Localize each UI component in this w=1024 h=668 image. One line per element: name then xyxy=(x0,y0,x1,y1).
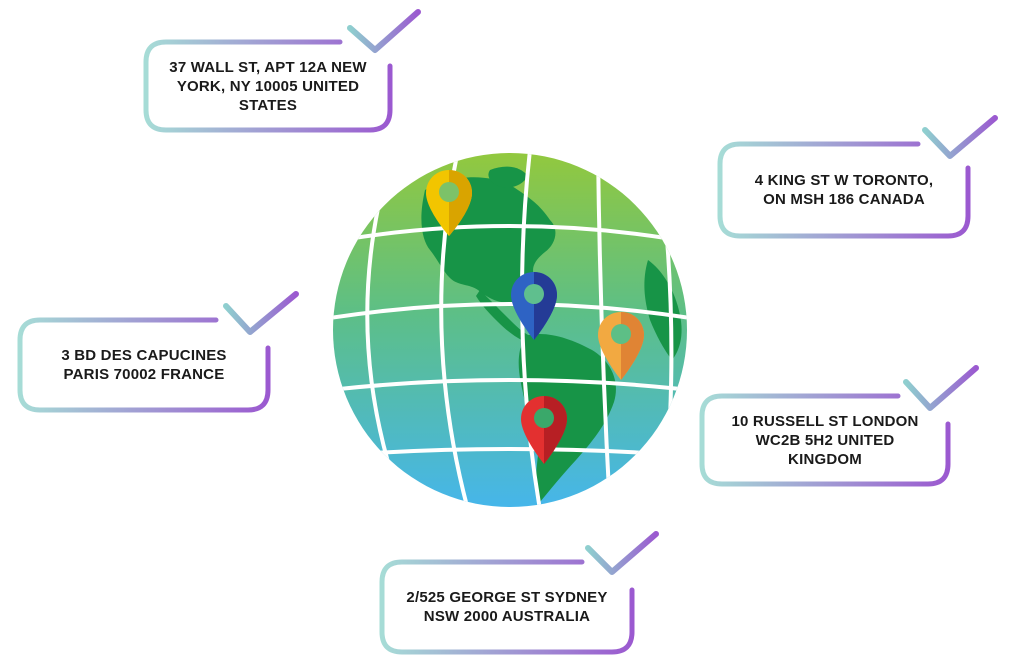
checkmark-icon xyxy=(585,531,659,575)
address-line: NSW 2000 AUSTRALIA xyxy=(423,608,591,625)
address-line: STATES xyxy=(238,96,298,114)
card-frame-london xyxy=(699,393,951,487)
map-pin-icon xyxy=(521,396,567,464)
address-card-toronto: 4 KING ST W TORONTO, ON MSH 186 CANADA xyxy=(724,148,964,232)
address-card-new-york: 37 WALL ST, APT 12A NEW YORK, NY 10005 U… xyxy=(150,46,386,126)
address-line: 10 RUSSELL ST LONDON xyxy=(731,412,919,430)
address-card-london: 10 RUSSELL ST LONDON WC2B 5H2 UNITED KIN… xyxy=(706,400,944,480)
address-line: 2/525 GEORGE ST SYDNEY xyxy=(406,589,608,606)
checkmark-icon xyxy=(922,115,998,159)
card-frame-toronto xyxy=(717,141,971,239)
checkmark-icon xyxy=(223,291,299,335)
map-pin-icon xyxy=(511,272,557,340)
address-line: ON MSH 186 CANADA xyxy=(763,191,925,208)
address-card-sydney: 2/525 GEORGE ST SYDNEY NSW 2000 AUSTRALI… xyxy=(386,566,628,648)
checkmark-icon xyxy=(903,365,979,411)
address-line: 37 WALL ST, APT 12A NEW xyxy=(169,58,367,76)
address-line: KINGDOM xyxy=(788,450,862,468)
address-line: WC2B 5H2 UNITED xyxy=(755,431,895,449)
checkmark-icon xyxy=(347,9,421,53)
map-pin-icon xyxy=(426,170,472,236)
map-pin-icon xyxy=(598,312,644,380)
address-line: YORK, NY 10005 UNITED xyxy=(176,77,360,95)
address-line: PARIS 70002 FRANCE xyxy=(63,366,225,383)
card-frame-sydney xyxy=(379,559,635,655)
card-frame-paris xyxy=(17,317,271,413)
address-line: 3 BD DES CAPUCINES xyxy=(61,347,227,364)
card-frame-new-york xyxy=(143,39,393,133)
address-card-paris: 3 BD DES CAPUCINES PARIS 70002 FRANCE xyxy=(24,324,264,406)
address-line: 4 KING ST W TORONTO, xyxy=(754,172,934,189)
